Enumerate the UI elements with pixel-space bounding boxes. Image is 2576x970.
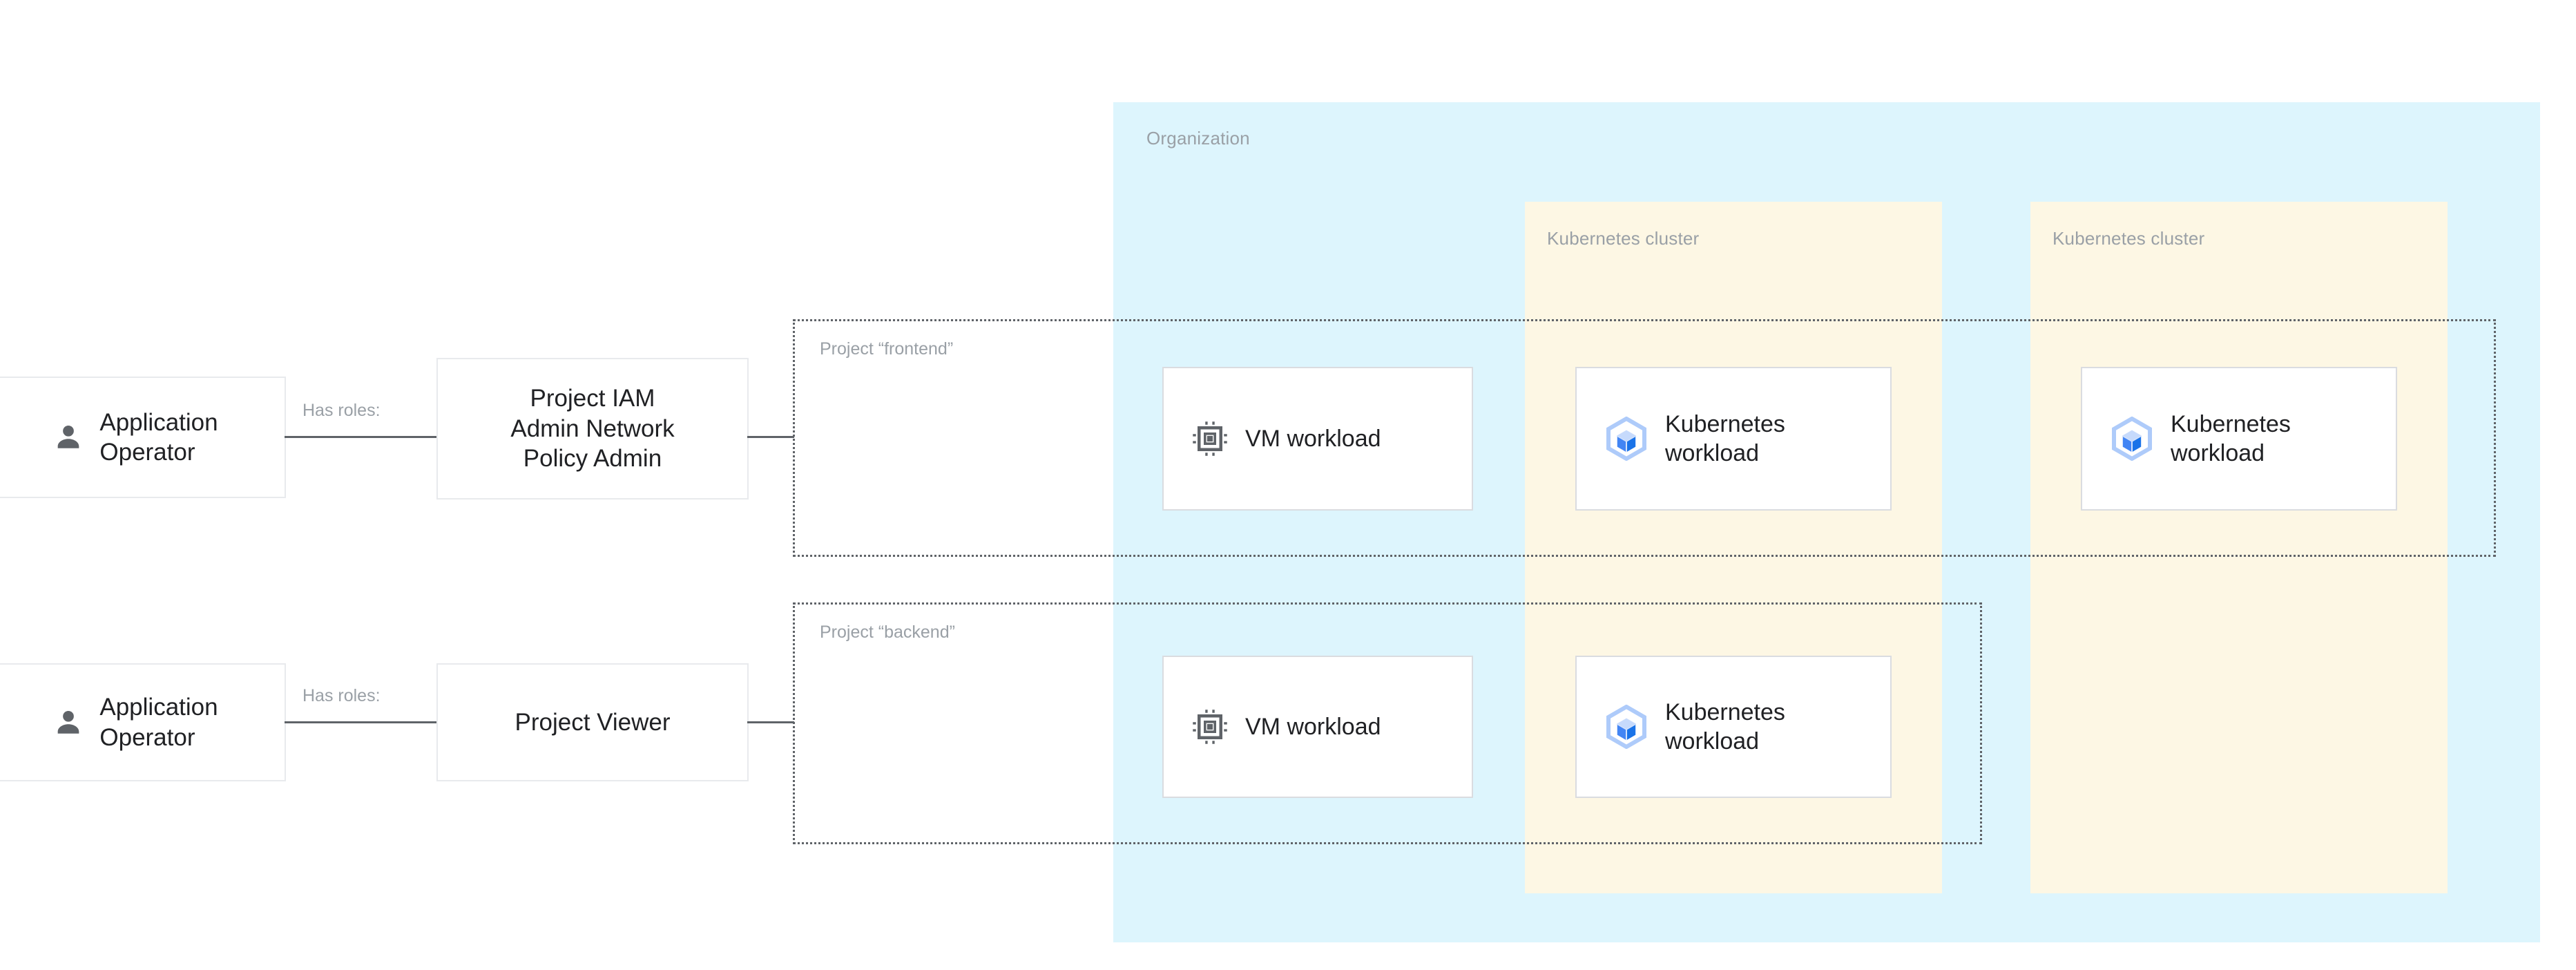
workload-card-frontend-k8s-cluster-2: Kubernetes workload bbox=[2081, 367, 2397, 511]
edge-label-row-2: Has roles: bbox=[302, 686, 381, 705]
workload-backend-k8s-cluster-1-label: Kubernetes workload bbox=[1665, 698, 1785, 754]
role-row-2-label: Project Viewer bbox=[515, 708, 671, 736]
workload-frontend-vm-label: VM workload bbox=[1245, 425, 1381, 452]
actor-box-row-2: Application Operator bbox=[0, 663, 286, 781]
person-icon bbox=[58, 425, 79, 448]
kubernetes-cluster-1-label: Kubernetes cluster bbox=[1547, 228, 1700, 249]
workload-card-frontend-k8s-cluster-1: Kubernetes workload bbox=[1575, 367, 1892, 511]
workload-frontend-k8s-cluster-2-label: Kubernetes workload bbox=[2171, 410, 2291, 466]
connector-actor-role-row-2 bbox=[285, 721, 438, 723]
workload-card-backend-k8s-cluster-1: Kubernetes workload bbox=[1575, 656, 1892, 798]
kubernetes-cluster-2: Kubernetes cluster bbox=[2030, 202, 2448, 893]
project-backend-boundary: Project “backend” bbox=[793, 602, 1982, 844]
actor-row-2-label: Application Operator bbox=[99, 694, 218, 751]
actor-row-1-label: Application Operator bbox=[99, 408, 218, 466]
person-icon bbox=[58, 710, 79, 734]
workload-frontend-k8s-cluster-1-label: Kubernetes workload bbox=[1665, 410, 1785, 466]
connector-actor-role-row-1 bbox=[285, 436, 438, 438]
kubernetes-icon bbox=[1606, 417, 1646, 461]
role-box-row-2: Project Viewer bbox=[436, 663, 749, 781]
connector-role-project-row-1 bbox=[747, 436, 794, 438]
role-box-row-1: Project IAM Admin Network Policy Admin bbox=[436, 358, 749, 500]
actor-box-row-1: Application Operator bbox=[0, 377, 286, 498]
project-frontend-label: Project “frontend” bbox=[820, 339, 954, 359]
kubernetes-icon bbox=[2112, 417, 2152, 461]
workload-backend-vm-label: VM workload bbox=[1245, 713, 1381, 740]
edge-label-row-1: Has roles: bbox=[302, 401, 381, 420]
kubernetes-icon bbox=[1606, 705, 1646, 749]
workload-card-backend-vm: VM workload bbox=[1162, 656, 1473, 798]
kubernetes-cluster-2-label: Kubernetes cluster bbox=[2053, 228, 2205, 249]
cpu-chip-icon bbox=[1193, 421, 1227, 456]
project-backend-label: Project “backend” bbox=[820, 622, 955, 642]
role-row-1-label: Project IAM Admin Network Policy Admin bbox=[510, 385, 675, 473]
workload-card-frontend-vm: VM workload bbox=[1162, 367, 1473, 511]
connector-role-project-row-2 bbox=[747, 721, 794, 723]
actor-row-2-content: Application Operator bbox=[35, 692, 218, 752]
organization-label: Organization bbox=[1146, 128, 1250, 149]
project-frontend-boundary: Project “frontend” bbox=[793, 319, 2496, 557]
actor-row-1-content: Application Operator bbox=[35, 408, 218, 468]
cpu-chip-icon bbox=[1193, 710, 1227, 744]
